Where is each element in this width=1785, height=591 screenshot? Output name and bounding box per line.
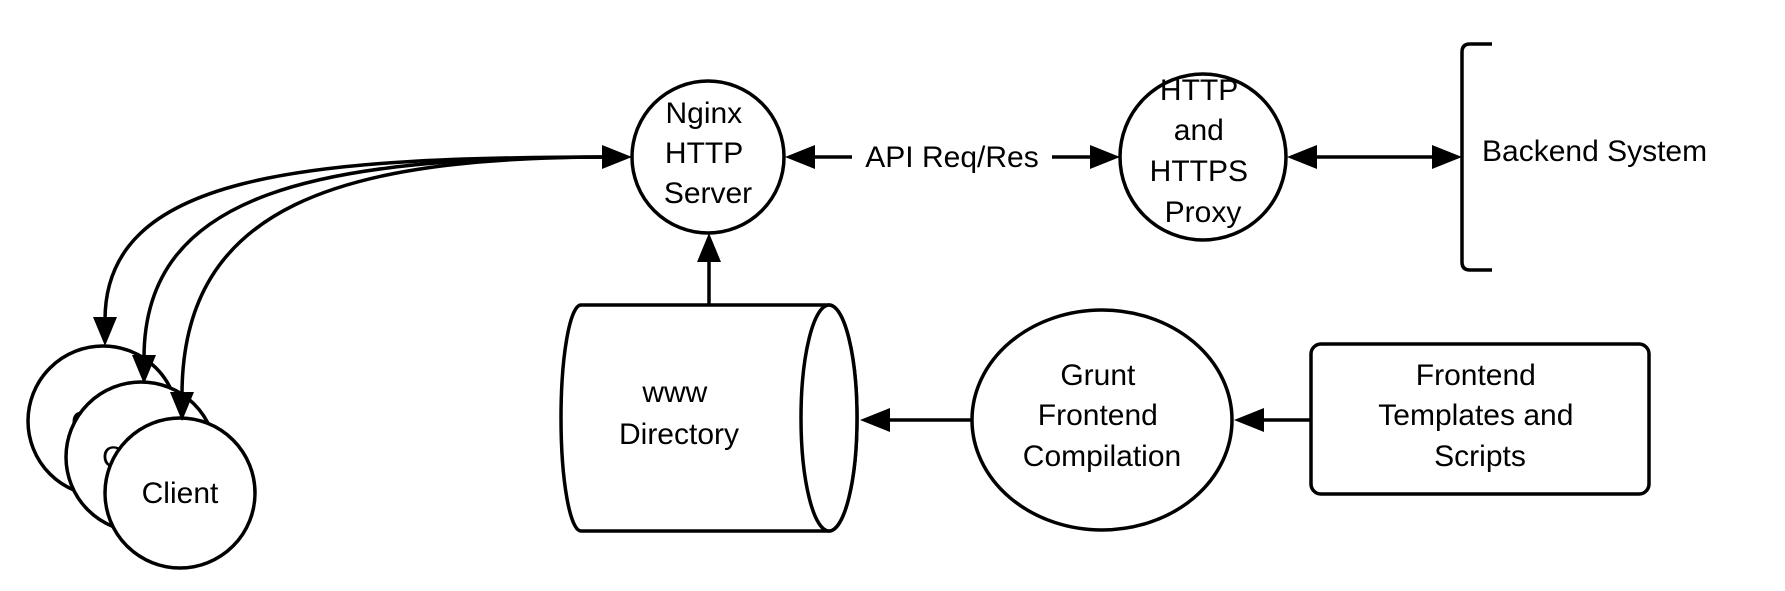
client-node: Client — [103, 416, 257, 570]
edge-www-nginx — [697, 233, 721, 305]
edge-grunt-www — [860, 408, 972, 432]
arrowhead-client-3 — [170, 392, 194, 421]
arrowhead-client-1 — [93, 317, 117, 346]
edge-api-req-res: API Req/Res — [785, 141, 1120, 174]
arrowhead-nginx-in — [602, 145, 632, 169]
edge-nginx-client-2 — [142, 155, 613, 359]
arrowhead-proxy-in — [1287, 145, 1317, 169]
svg-text:Frontend Templates and: Frontend Templates and Scripts — [1378, 359, 1581, 473]
arrowhead-grunt-in — [1234, 408, 1264, 432]
www-directory-node: www Directory — [559, 303, 859, 533]
arrowhead-backend-in — [1432, 145, 1462, 169]
arrowhead-api-right — [1090, 145, 1120, 169]
svg-text:Client: Client — [142, 477, 219, 510]
arrowhead-nginx-up — [697, 233, 721, 262]
edge-nginx-client-3 — [180, 155, 613, 396]
http-https-proxy-node: HTTP and HTTPS Proxy — [1118, 72, 1288, 242]
backend-system-node: Backend System — [1460, 42, 1707, 272]
arrowhead-www-in — [860, 408, 890, 432]
edge-label-api: API Req/Res — [865, 141, 1038, 174]
arrowhead-client-2 — [132, 355, 156, 384]
arrowhead-api-left — [785, 145, 815, 169]
frontend-templates-scripts-node: Frontend Templates and Scripts — [1309, 342, 1651, 496]
svg-text:www Directory: www Directory — [619, 376, 739, 451]
svg-text:Nginx HTTP Server: Nginx HTTP Server — [664, 97, 752, 210]
svg-text:Backend System: Backend System — [1482, 135, 1707, 168]
svg-text:HTTP and HTTPS: HTTP and HTTPS Proxy — [1150, 74, 1257, 229]
edge-proxy-backend — [1287, 145, 1462, 169]
grunt-frontend-compilation-node: Grunt Frontend Compilation — [970, 308, 1234, 532]
nginx-http-server-node: Nginx HTTP Server — [630, 79, 786, 235]
svg-text:Grunt Frontend Com: Grunt Frontend Compilation — [1023, 359, 1181, 473]
edge-frontend-grunt — [1234, 408, 1311, 432]
